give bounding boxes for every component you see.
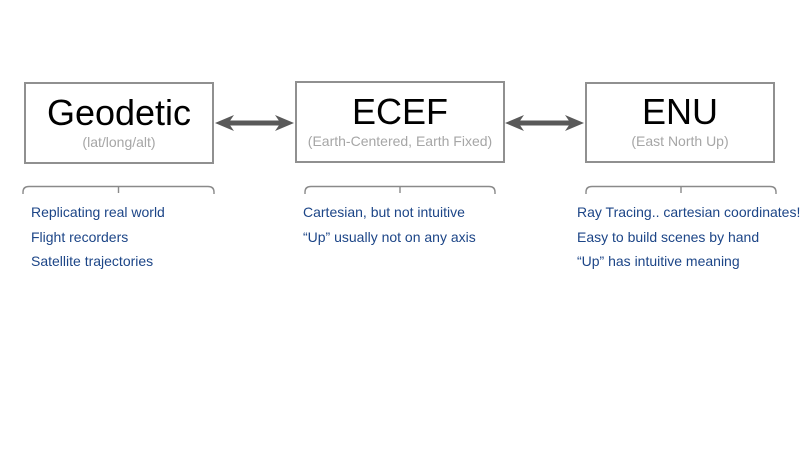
node-geodetic-title: Geodetic: [46, 91, 192, 133]
note-line: “Up” has intuitive meaning: [577, 253, 740, 269]
note-line: “Up” usually not on any axis: [303, 228, 476, 245]
node-ecef: ECEF (Earth-Centered, Earth Fixed): [295, 81, 505, 163]
note-line: Replicating real world: [31, 204, 165, 220]
note-line: Easy to build scenes by hand: [577, 228, 760, 245]
brace-icon: [585, 183, 777, 196]
node-ecef-subtitle: (Earth-Centered, Earth Fixed): [307, 132, 493, 149]
notes-geodetic: Replicating real world Flight recorders …: [31, 200, 165, 274]
note-line: Flight recorders: [31, 228, 129, 245]
notes-enu: Ray Tracing.. cartesian coordinates! Eas…: [577, 200, 800, 274]
node-ecef-title: ECEF: [351, 90, 448, 132]
notes-ecef: Cartesian, but not intuitive “Up” usuall…: [303, 200, 476, 249]
node-geodetic: Geodetic (lat/long/alt): [24, 82, 214, 164]
note-line: Ray Tracing.. cartesian coordinates!: [577, 204, 800, 220]
note-line: Satellite trajectories: [31, 253, 154, 269]
node-enu-title: ENU: [641, 91, 718, 132]
node-enu-subtitle: (East North Up): [631, 133, 729, 149]
note-line: Cartesian, but not intuitive: [303, 204, 465, 220]
brace-icon: [304, 183, 496, 196]
brace-icon: [22, 183, 215, 196]
double-arrow-icon: [504, 109, 585, 137]
node-geodetic-subtitle: (lat/long/alt): [82, 133, 156, 150]
double-arrow-icon: [214, 109, 295, 137]
node-enu: ENU (East North Up): [585, 82, 775, 163]
